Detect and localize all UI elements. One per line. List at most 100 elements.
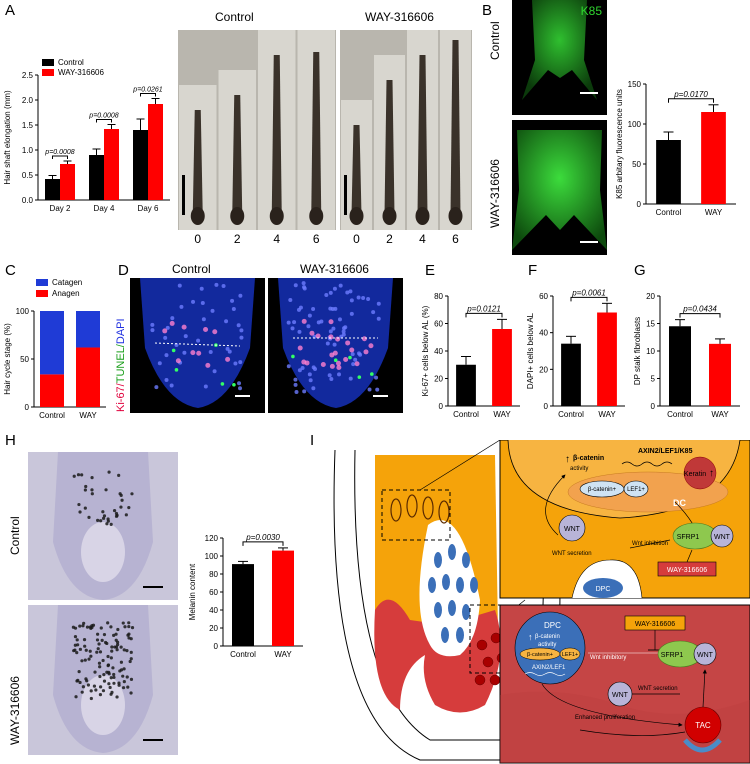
melanin-granule: [111, 666, 115, 670]
stain-tunel: TUNEL/: [115, 344, 127, 384]
nucleus: [179, 304, 184, 309]
melanin-granule: [82, 621, 86, 625]
ki67-cell: [335, 336, 341, 342]
bcat-up-label: β-catenin: [573, 455, 604, 462]
melanin-granule: [75, 650, 79, 655]
nucleus: [375, 387, 380, 392]
melanin-granule: [126, 685, 130, 689]
tunel-cell: [291, 354, 295, 359]
y-tick-label: 1.5: [22, 121, 34, 130]
melanin-granule: [119, 493, 123, 497]
melanin-granule: [82, 638, 87, 642]
ki67-cell: [329, 363, 335, 369]
ki67-cell: [304, 360, 310, 366]
panel-h-image-way: [28, 605, 178, 755]
nucleus: [324, 292, 329, 297]
y-axis-label: Ki-67+ cells below AL (%): [421, 305, 430, 396]
nucleus: [164, 378, 169, 383]
hair-bulb: [309, 207, 324, 225]
ki67-cell: [196, 350, 202, 356]
panel-b-row-label-control: Control: [488, 21, 502, 60]
melanin-granule: [96, 647, 100, 651]
melanin-granule: [97, 661, 102, 665]
nucleus: [302, 285, 307, 290]
nucleus: [182, 350, 187, 355]
nucleus: [371, 310, 376, 315]
bcat-node-label: β-catenin+: [588, 487, 617, 493]
nucleus: [311, 307, 316, 312]
nucleus: [343, 325, 348, 330]
x-tick-label: WAY: [493, 410, 511, 419]
melanin-granule: [105, 641, 109, 646]
y-tick-label: 0: [651, 402, 656, 411]
nucleus: [328, 290, 333, 295]
nucleus: [199, 286, 204, 291]
nucleus: [150, 322, 155, 327]
x-tick-label: Day 6: [138, 204, 159, 213]
nucleus: [224, 319, 229, 324]
melanin-granule: [117, 473, 121, 477]
melanin-granule: [96, 632, 100, 636]
nucleus: [200, 300, 205, 305]
significance-bracket: [52, 155, 68, 159]
nucleus: [349, 298, 354, 303]
ki67-cell: [315, 333, 321, 339]
nucleus: [238, 293, 243, 298]
melanin-granule: [101, 510, 105, 514]
bar: [709, 343, 731, 406]
y-tick-label: 20: [209, 624, 218, 633]
nucleus: [330, 306, 335, 311]
hair-bulb: [415, 207, 430, 225]
melanin-granule: [80, 473, 84, 477]
melanin-granule: [114, 514, 119, 518]
x-tick-label: WAY: [705, 208, 723, 217]
melanin-granule: [87, 657, 91, 661]
y-tick-label: 80: [434, 292, 443, 301]
bar: [89, 155, 104, 200]
melanin-granule: [120, 498, 124, 502]
y-axis-label: K85 arbitary fluorescence units: [615, 89, 624, 199]
melanin-granule: [113, 645, 117, 649]
lef1-label: LEF1+: [627, 487, 645, 493]
ki67-cell: [332, 350, 338, 356]
panel-g-letter: G: [634, 262, 646, 279]
nucleus: [210, 308, 215, 313]
nucleus: [308, 378, 313, 383]
nucleus: [307, 313, 312, 318]
tunel-cell: [357, 375, 362, 379]
panel-d-title-way: WAY-316606: [300, 262, 369, 276]
melanin-granule: [129, 650, 133, 654]
nucleus: [203, 384, 208, 389]
melanin-granule: [127, 621, 131, 625]
y-tick-label: 2.0: [22, 96, 34, 105]
ki67-cell: [328, 319, 334, 325]
keratin-label: Keratin: [684, 471, 706, 478]
melanin-granule: [98, 674, 102, 679]
y-tick-label: 1.0: [22, 146, 34, 155]
nucleus: [221, 284, 226, 289]
melanin-granule: [81, 685, 85, 689]
nucleus: [325, 341, 330, 346]
nucleus: [230, 298, 235, 303]
melanin-granule: [78, 510, 82, 514]
melanin-granule: [112, 675, 116, 680]
melanin-granule: [93, 670, 97, 674]
nucleus: [293, 283, 298, 288]
melanin-granule: [89, 696, 93, 701]
melanin-granule: [98, 650, 103, 654]
scale-bar: [182, 175, 185, 215]
p-value: p=0.0061: [571, 288, 606, 297]
y-tick-label: 20: [434, 375, 443, 384]
melanin-granule: [89, 689, 93, 693]
y-tick-label: 60: [209, 588, 218, 597]
melanin-granule: [129, 691, 133, 695]
nucleus: [239, 328, 244, 333]
melanin-granule: [122, 667, 126, 671]
wnt-secretion-label: WNT secretion: [552, 551, 592, 557]
melanin-granule: [90, 488, 94, 492]
melanin-granule: [98, 693, 103, 697]
panel-a-days-way: 0 2 4 6: [340, 232, 472, 246]
melanin-granule: [107, 470, 111, 474]
